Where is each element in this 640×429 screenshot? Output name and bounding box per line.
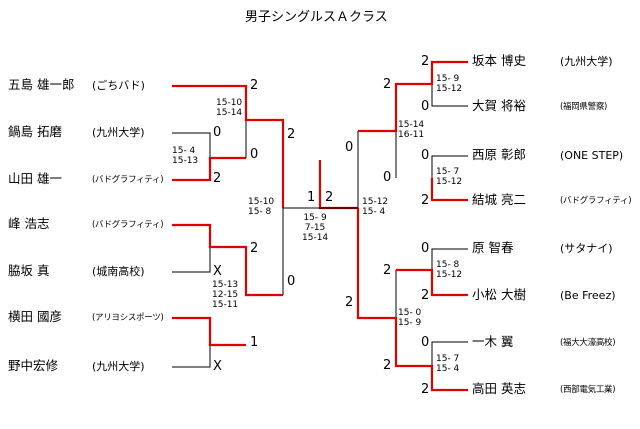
score-detail: 15- 7 15- 4 [436, 354, 460, 374]
winner-line [430, 178, 468, 202]
match-result: X [213, 359, 222, 374]
right-player-8-affiliation: (西部電気工業) [560, 385, 616, 395]
right-player-1-affiliation: (九州大学) [560, 55, 613, 68]
right-player-3-affiliation: (ONE STEP) [560, 149, 624, 162]
left-player-3-name: 山田 雄一 [8, 171, 62, 186]
match-result: 2 [250, 241, 259, 256]
match-result: 2 [287, 127, 296, 142]
left-player-1-name: 五島 雄一郎 [8, 77, 75, 92]
match-result: 2 [213, 171, 222, 186]
winner-line [172, 223, 283, 297]
score-detail: 15- 0 15- 9 [398, 308, 422, 328]
bracket-line [431, 155, 468, 178]
left-player-5-affiliation: (城南高校) [92, 265, 145, 278]
left-player-7-name: 野中宏修 [8, 358, 59, 373]
winner-line [172, 156, 246, 182]
match-result: 2 [421, 382, 430, 397]
right-player-6-name: 小松 大樹 [472, 287, 526, 302]
final-score-detail: 15- 9 7-15 15-14 [302, 213, 329, 243]
match-result: 0 [383, 170, 392, 185]
match-result: 2 [383, 77, 392, 92]
bracket-line [172, 247, 211, 273]
match-result: 2 [421, 193, 430, 208]
score-detail: 15-10 15- 8 [248, 197, 275, 217]
score-detail: 15- 7 15-12 [436, 167, 463, 187]
score-detail: 15-10 15-14 [216, 98, 243, 118]
match-result: 2 [383, 358, 392, 373]
match-result: 2 [250, 78, 259, 93]
winner-line [172, 316, 246, 347]
left-player-4-name: 峰 浩志 [8, 216, 50, 231]
match-result: 0 [213, 125, 222, 140]
match-result: 2 [421, 54, 430, 69]
bracket-line [172, 132, 211, 158]
match-result: 0 [287, 274, 296, 289]
score-detail: 15- 4 15-13 [172, 146, 199, 166]
right-player-7-name: 一木 翼 [472, 334, 514, 349]
bracket-line [431, 248, 468, 270]
score-detail: 15- 9 15-12 [436, 74, 463, 94]
left-player-6-affiliation: (アリヨシスポーツ) [92, 313, 164, 323]
right-player-4-name: 結城 亮二 [472, 192, 526, 207]
page-title: 男子シングルスＡクラス [245, 10, 388, 25]
match-result: X [213, 264, 222, 279]
right-player-6-affiliation: (Be Freez) [560, 289, 616, 302]
bracket-line [172, 345, 211, 368]
match-result: 2 [345, 295, 354, 310]
match-result: 0 [421, 99, 430, 114]
winner-line [358, 60, 468, 133]
winner-line [172, 84, 285, 208]
left-player-5-name: 脇坂 真 [8, 263, 50, 278]
right-player-3-name: 西原 彰郎 [472, 147, 526, 162]
match-result: 0 [421, 148, 430, 163]
right-player-2-affiliation: (福岡県警察) [560, 102, 608, 112]
final-result-left: 1 [307, 190, 316, 205]
winner-line [396, 268, 468, 297]
match-result: 2 [421, 288, 430, 303]
match-result: 0 [421, 241, 430, 256]
right-player-5-name: 原 智春 [472, 240, 514, 255]
left-player-6-name: 横田 國彦 [8, 309, 62, 324]
winner-line [356, 208, 468, 392]
bracket-line [431, 341, 468, 366]
score-detail: 15-13 12-15 15-11 [212, 280, 239, 310]
score-detail: 15-12 15- 4 [362, 197, 389, 217]
right-player-2-name: 大賀 将裕 [472, 98, 526, 113]
right-player-4-affiliation: (バドグラフィティ) [560, 196, 632, 206]
score-detail: 15- 8 15-12 [436, 260, 463, 280]
match-result: 2 [383, 263, 392, 278]
left-player-4-affiliation: (バドグラフィティ) [92, 220, 164, 230]
score-detail: 15-14 16-11 [398, 120, 425, 140]
match-result: 0 [250, 147, 259, 162]
match-result: 0 [421, 335, 430, 350]
final-result-right: 2 [325, 190, 334, 205]
match-result: 1 [250, 335, 259, 350]
left-player-2-name: 鍋島 拓磨 [8, 124, 62, 139]
right-player-1-name: 坂本 博史 [472, 53, 526, 68]
left-player-3-affiliation: (バドグラフィティ) [92, 175, 164, 185]
right-player-8-name: 高田 英志 [472, 381, 526, 396]
left-player-7-affiliation: (九州大学) [92, 360, 145, 373]
left-player-2-affiliation: (九州大学) [92, 126, 145, 139]
right-player-5-affiliation: (サタナイ) [560, 242, 613, 255]
left-player-1-affiliation: (ごちバド) [92, 79, 145, 92]
bracket-line [431, 84, 468, 107]
match-result: 0 [345, 140, 354, 155]
right-player-7-affiliation: (福大大濠高校) [560, 338, 616, 348]
